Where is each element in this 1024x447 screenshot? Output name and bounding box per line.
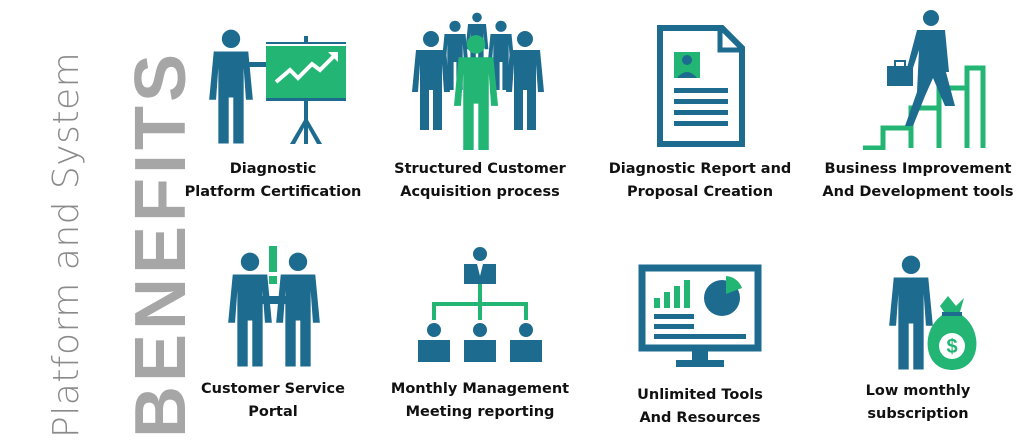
team-icon [412, 12, 544, 150]
svg-text:$: $ [946, 336, 957, 358]
handshake-icon [228, 246, 320, 367]
label-line2: subscription [867, 406, 969, 422]
benefit-low-subscription: $ Low monthly subscription [808, 252, 1024, 426]
label-line2: Acquisition process [400, 184, 560, 200]
label-line1: Diagnostic Report and [608, 161, 792, 177]
label-line1: Diagnostic [229, 161, 317, 177]
stairs-climb-icon [863, 10, 986, 150]
subtitle: Platform and System [46, 51, 87, 438]
monitor-dashboard-icon [638, 264, 762, 367]
side-title: Platform and System BENEFITS [0, 0, 201, 447]
label-line2: Portal [248, 404, 298, 420]
money-bag-icon: $ [889, 255, 977, 370]
label-line1: Monthly Management [390, 381, 570, 397]
presentation-icon [209, 29, 346, 144]
org-chart-icon [418, 247, 542, 362]
label-line1: Structured Customer [394, 161, 566, 177]
label-line2: Meeting reporting [405, 404, 555, 420]
label-line2: Platform Certification [184, 184, 362, 200]
label-line1: Low monthly [865, 383, 971, 399]
label-line1: Business Improvement [824, 161, 1012, 177]
label-line1: Unlimited Tools [637, 387, 763, 403]
label-line1: Customer Service [201, 381, 345, 397]
report-icon [657, 25, 745, 147]
label-line2: Proposal Creation [626, 184, 774, 200]
label-line2: And Resources [639, 410, 761, 426]
label-line2: And Development tools [822, 184, 1014, 200]
